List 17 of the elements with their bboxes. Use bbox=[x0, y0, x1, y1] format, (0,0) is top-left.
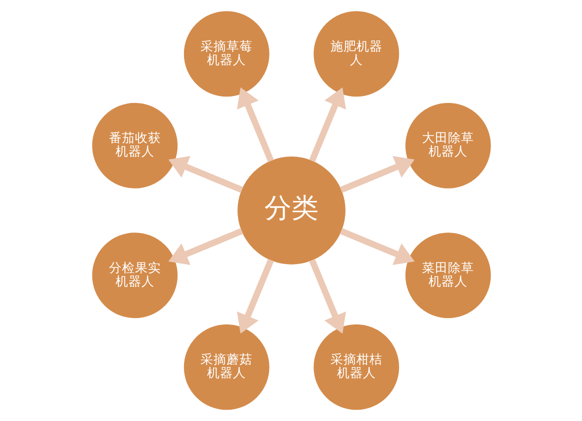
arrow bbox=[339, 228, 414, 265]
node-circle: 施肥机器人 bbox=[313, 11, 399, 97]
arrow bbox=[168, 228, 243, 265]
arrow bbox=[168, 156, 243, 193]
arrow bbox=[236, 258, 274, 334]
node-circle: 采摘草莓机器人 bbox=[183, 11, 269, 97]
arrow bbox=[308, 87, 346, 162]
node-circle: 大田除草机器人 bbox=[404, 102, 490, 188]
arrow bbox=[308, 258, 346, 334]
node-circle: 番茄收获机器人 bbox=[92, 102, 178, 188]
arrow bbox=[236, 87, 274, 162]
node-circle: 分类 bbox=[237, 156, 345, 264]
arrow bbox=[339, 156, 414, 193]
node-circle: 分检果实机器人 bbox=[92, 232, 178, 318]
node-circle: 菜田除草机器人 bbox=[404, 232, 490, 318]
node-circle: 采摘蘑菇机器人 bbox=[183, 324, 269, 410]
node-circle: 采摘柑桔机器人 bbox=[313, 324, 399, 410]
